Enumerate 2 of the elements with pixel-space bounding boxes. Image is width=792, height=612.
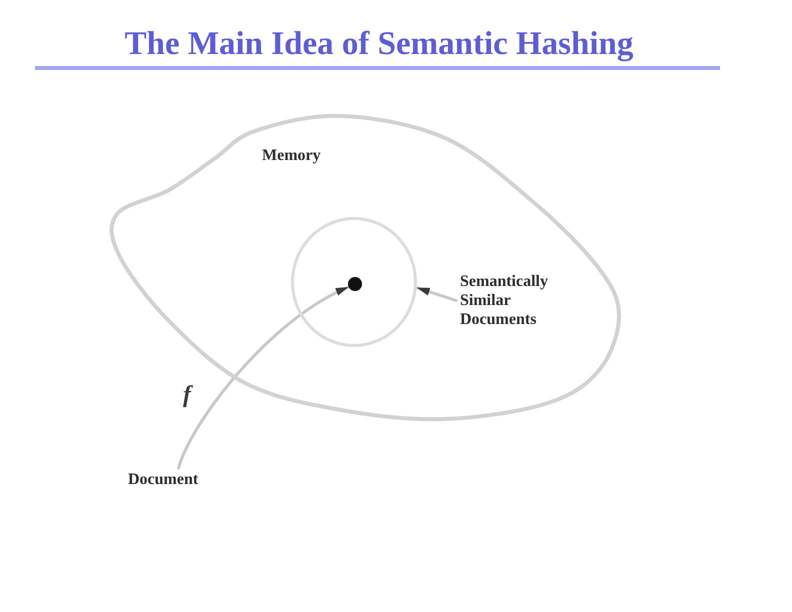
slide-title: The Main Idea of Semantic Hashing: [124, 25, 634, 63]
node-label: Document: [128, 470, 198, 489]
